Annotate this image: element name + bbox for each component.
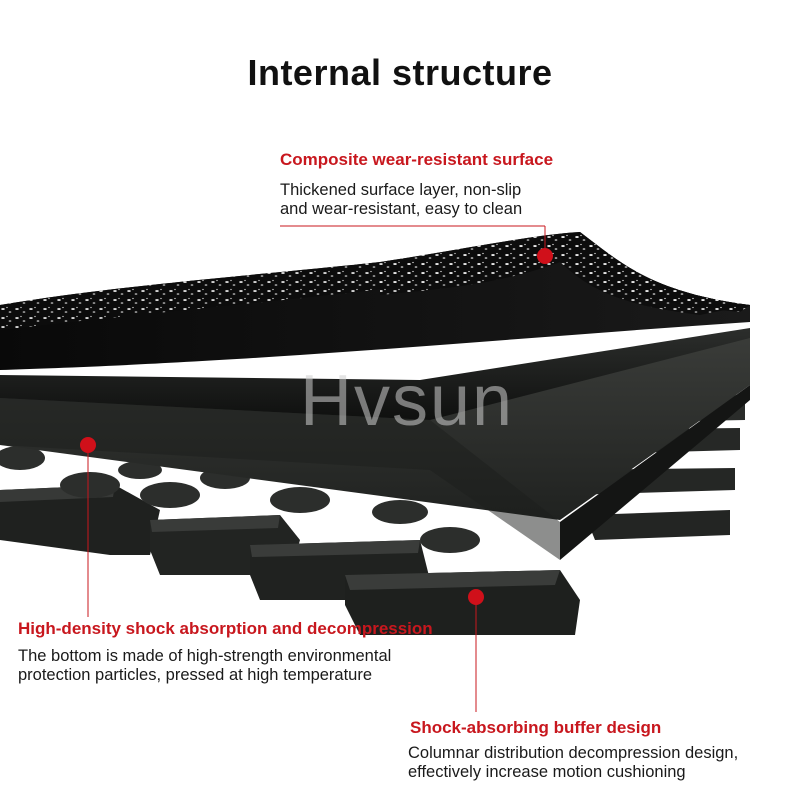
callout-density-description: The bottom is made of high-strength envi… <box>18 647 391 685</box>
brand-watermark: Hvsun <box>300 361 515 441</box>
callout-surface-description: Thickened surface layer, non-slip and we… <box>280 181 522 219</box>
callout-surface-line-1: Thickened surface layer, non-slip <box>280 181 522 199</box>
callout-density-line-1: The bottom is made of high-strength envi… <box>18 647 392 665</box>
top-surface <box>0 232 750 370</box>
callout-surface-line-2: and wear-resistant, easy to clean <box>280 200 523 218</box>
buffer-marker-dot <box>468 589 484 605</box>
slab-marker-dot <box>80 437 96 453</box>
page-title: Internal structure <box>247 52 553 93</box>
surface-marker-dot <box>537 248 553 264</box>
callout-buffer-line-2: effectively increase motion cushioning <box>408 763 686 781</box>
callout-buffer-heading: Shock-absorbing buffer design <box>410 718 662 737</box>
callout-buffer-line-1: Columnar distribution decompression desi… <box>408 744 739 762</box>
callout-density-line-2: protection particles, pressed at high te… <box>18 666 373 684</box>
bottom-blocks <box>0 395 745 635</box>
callout-buffer-description: Columnar distribution decompression desi… <box>408 744 738 782</box>
support-columns <box>0 446 480 553</box>
callout-density-heading: High-density shock absorption and decomp… <box>18 619 433 638</box>
middle-slab <box>0 328 750 560</box>
callout-surface-heading: Composite wear-resistant surface <box>280 150 554 169</box>
